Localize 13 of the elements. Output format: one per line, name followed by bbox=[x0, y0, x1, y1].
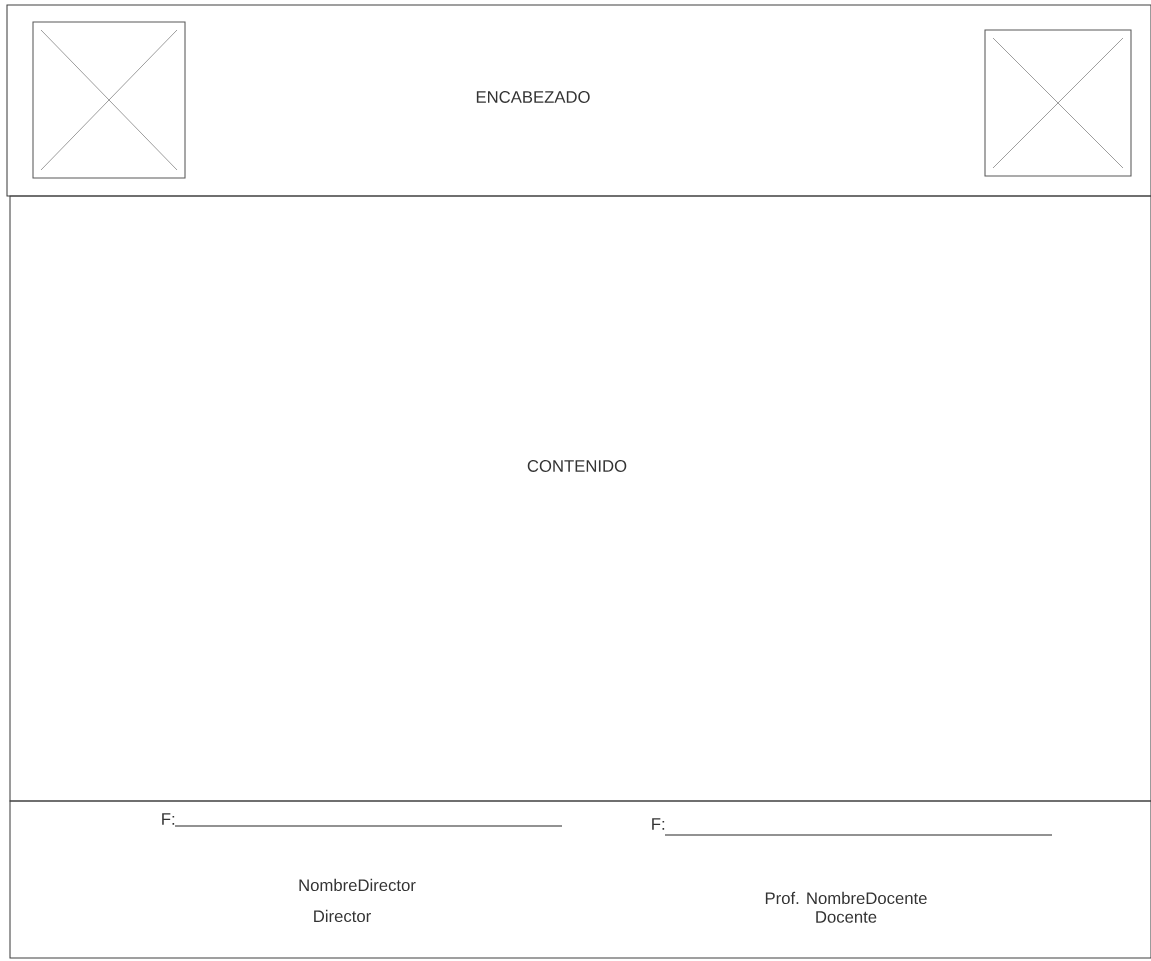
heading-text: ENCABEZADO bbox=[476, 91, 590, 103]
signature-label: F: bbox=[652, 818, 665, 830]
signature-label: F: bbox=[162, 813, 175, 825]
image-placeholder bbox=[984, 29, 1132, 177]
content-area bbox=[9, 195, 1151, 802]
signatory-name: Prof. NombreDocente bbox=[765, 891, 927, 905]
signatory-name: NombreDirector bbox=[299, 878, 416, 892]
image-placeholder bbox=[32, 21, 186, 179]
body-text: CONTENIDO bbox=[527, 460, 627, 472]
footer-band bbox=[9, 800, 1151, 959]
header-band bbox=[6, 4, 1151, 197]
signatory-role: Director bbox=[314, 909, 371, 923]
signatory-role: Docente bbox=[816, 911, 877, 923]
